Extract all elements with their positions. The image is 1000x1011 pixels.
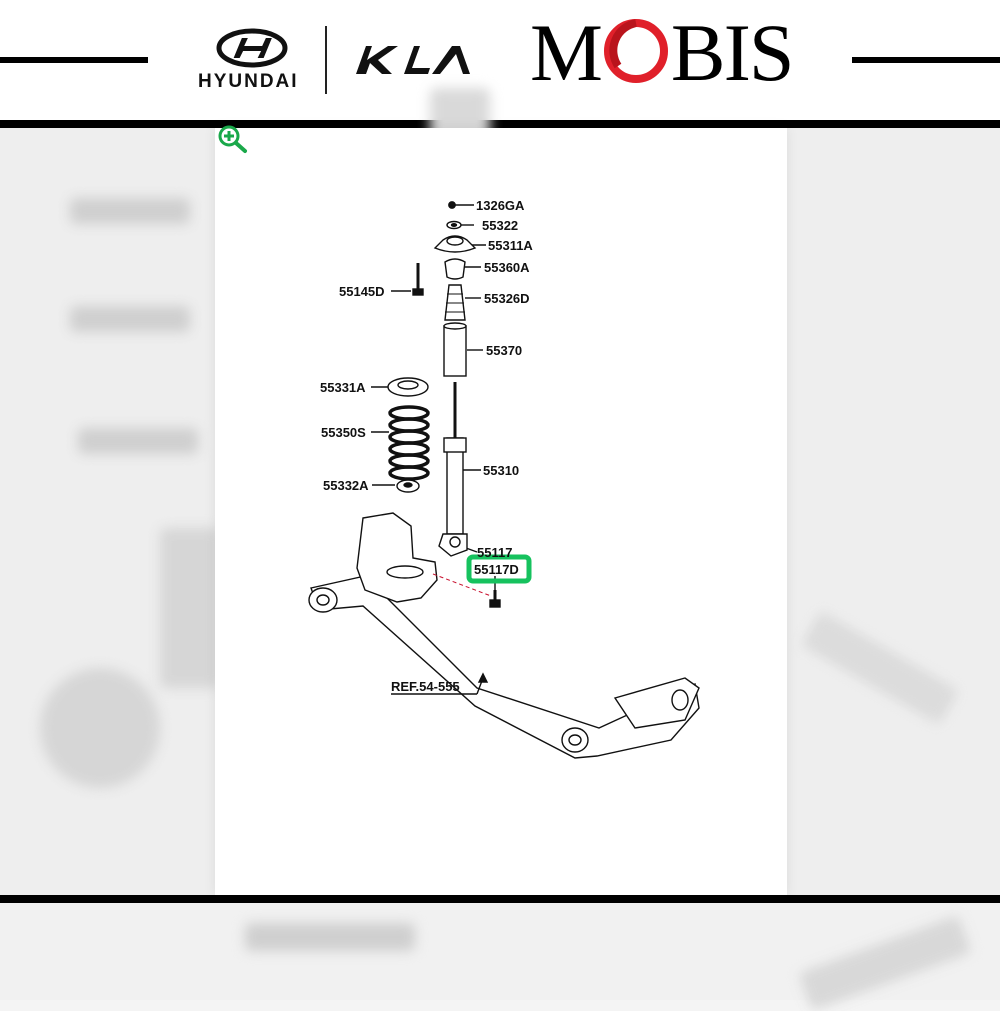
label-55145D[interactable]: 55145D xyxy=(339,284,385,299)
ref-arrow-icon xyxy=(477,672,489,683)
hyundai-wordmark: HYUNDAI xyxy=(198,71,299,92)
assembly-dashed-line xyxy=(432,573,492,597)
rear-axle-left-bracket xyxy=(356,512,438,603)
label-55322[interactable]: 55322 xyxy=(482,218,518,233)
part-55310-shock-eye-hole xyxy=(449,536,461,548)
rear-axle-right-bushing-center xyxy=(568,734,582,746)
label-55310[interactable]: 55310 xyxy=(483,463,519,478)
label-55311A[interactable]: 55311A xyxy=(488,238,533,253)
ghost-label xyxy=(70,198,190,224)
ghost-label xyxy=(70,306,190,332)
rear-axle-right-bracket-hole xyxy=(671,689,689,711)
label-55326D[interactable]: 55326D xyxy=(484,291,530,306)
rear-suspension-diagram: 1326GA 55322 55311A 55360A 55145D 55326D… xyxy=(308,198,700,759)
zoom-in-icon[interactable] xyxy=(215,124,251,154)
label-55370[interactable]: 55370 xyxy=(486,343,522,358)
kia-logo-icon xyxy=(356,46,470,74)
part-55350S-coil-spring xyxy=(388,405,430,481)
ghost-label xyxy=(78,428,198,454)
highlight-55117D-box[interactable] xyxy=(466,554,532,584)
part-55370-dust-cover-top xyxy=(443,322,467,330)
top-black-bar xyxy=(0,120,1000,128)
label-55332A[interactable]: 55332A xyxy=(323,478,369,493)
leader-line xyxy=(465,547,478,553)
parts-diagram-panel: 1326GA 55322 55311A 55360A 55145D 55326D… xyxy=(215,125,787,895)
part-55310-shock-collar xyxy=(443,437,467,453)
rear-axle-left-bushing-center xyxy=(316,594,330,606)
ghost-shape xyxy=(160,528,220,688)
header-left-rule xyxy=(0,57,148,63)
part-55145D-bolt-head xyxy=(412,288,424,296)
part-55117D-bolt-head xyxy=(489,599,501,608)
ghost-shape xyxy=(40,668,160,788)
label-55350S[interactable]: 55350S xyxy=(321,425,366,440)
mobis-letter-m: M xyxy=(530,7,603,98)
part-55331A-upper-seat-inner xyxy=(397,380,419,390)
header-right-rule xyxy=(852,57,1000,63)
part-1326GA-nut xyxy=(448,201,456,209)
brand-header: HYUNDAI M BIS xyxy=(0,0,1000,120)
label-55117D[interactable]: 55117D xyxy=(474,562,519,577)
ghost-shape xyxy=(798,915,972,1011)
mobis-letters-bis: BIS xyxy=(670,7,795,98)
label-1326GA[interactable]: 1326GA xyxy=(476,198,525,213)
label-55117[interactable]: 55117 xyxy=(477,545,512,560)
logo-divider xyxy=(325,26,327,94)
rear-axle-beam xyxy=(310,575,700,759)
part-55360A-cup xyxy=(444,258,466,280)
ghost-label xyxy=(245,923,415,951)
label-55331A[interactable]: 55331A xyxy=(320,380,366,395)
mobis-logo: M BIS xyxy=(530,12,795,94)
blurred-bottom-area xyxy=(0,903,1000,1011)
label-55360A[interactable]: 55360A xyxy=(484,260,530,275)
bottom-black-bar xyxy=(0,895,1000,903)
label-ref-54-555[interactable]: REF.54-555 xyxy=(391,679,460,694)
part-55370-dust-cover xyxy=(443,325,467,377)
ghost-shape xyxy=(800,610,960,726)
mobis-o-icon xyxy=(603,16,669,83)
part-55322-washer-hole xyxy=(450,222,458,227)
part-55332A-lower-seat-hole xyxy=(403,482,413,488)
hyundai-logo-icon xyxy=(216,28,288,68)
rear-axle-spring-pad xyxy=(386,565,424,579)
part-55311A-mount-center xyxy=(446,236,464,246)
